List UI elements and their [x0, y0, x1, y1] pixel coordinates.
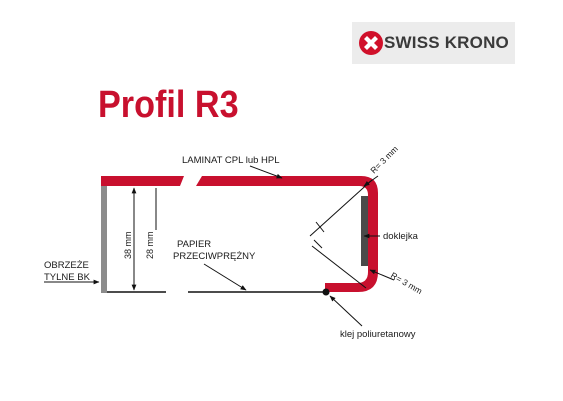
logo-badge: SWISS KRONO: [352, 22, 515, 64]
swiss-krono-logo-icon: [359, 31, 383, 55]
leader-radius-top: [363, 175, 379, 187]
logo-text: SWISS KRONO: [384, 33, 509, 52]
leader-radius-bottom: [369, 269, 395, 281]
back-edge-strip: [101, 176, 107, 293]
laminate-bottom-wrap: [325, 268, 378, 292]
laminate-top-right: [196, 176, 378, 198]
radius-line-bottom: [311, 245, 367, 289]
radius-tick-2: [313, 239, 323, 249]
label-back-edge-1: OBRZEŻE: [44, 260, 89, 271]
glue-dot: [322, 288, 330, 296]
label-dim-inner: 28 mm: [145, 231, 155, 259]
label-paper-1: PAPIER: [177, 239, 211, 250]
label-glue: klej poliuretanowy: [340, 329, 416, 340]
page-title: Profil R3: [98, 84, 239, 126]
label-radius-top: R= 3 mm: [368, 144, 400, 176]
label-back-edge-2: TYLNE BK: [44, 272, 91, 283]
label-radius-bottom: R= 3 mm: [389, 270, 424, 296]
edge-band: [361, 196, 368, 266]
label-edge-strip: doklejka: [383, 231, 419, 242]
leader-paper: [203, 263, 247, 291]
label-paper-2: PRZECIWPRĘŻNY: [173, 251, 256, 262]
radius-tick-1: [315, 221, 325, 233]
laminate-right-edge: [368, 196, 378, 270]
label-laminate: LAMINAT CPL lub HPL: [182, 155, 280, 166]
leader-glue: [329, 295, 363, 327]
laminate-top-left: [101, 176, 184, 186]
leader-laminate: [249, 165, 283, 179]
label-dim-outer: 38 mm: [123, 231, 133, 259]
